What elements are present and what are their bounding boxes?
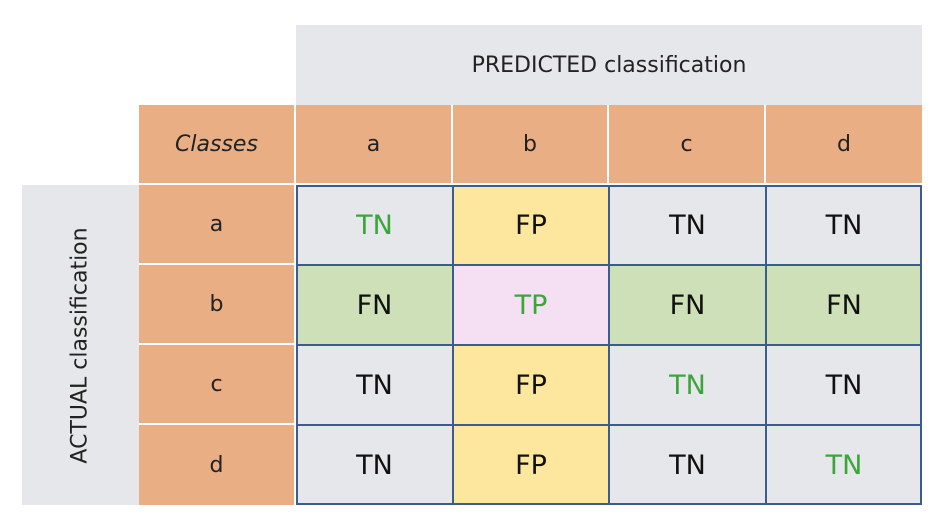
- matrix-cell: TN: [766, 345, 922, 425]
- column-header-label: c: [680, 131, 693, 157]
- matrix-cell: TN: [296, 345, 453, 425]
- cell-label: TN: [669, 369, 706, 401]
- matrix-cell: FN: [609, 265, 766, 345]
- column-header-label: a: [366, 131, 381, 157]
- cell-label: TN: [356, 449, 393, 481]
- column-header-d: d: [766, 105, 922, 185]
- column-header-b: b: [453, 105, 609, 185]
- row-header-label: b: [209, 291, 224, 317]
- row-header-c: c: [139, 345, 296, 425]
- matrix-cell: TN: [296, 185, 453, 265]
- cell-label: FN: [356, 289, 393, 321]
- cell-label: FN: [826, 289, 862, 321]
- row-header-label: a: [209, 211, 224, 237]
- row-header-label: d: [209, 452, 224, 478]
- cell-label: TN: [669, 209, 706, 241]
- matrix-cell: FN: [766, 265, 922, 345]
- matrix-cell: TN: [766, 425, 922, 505]
- predicted-header: PREDICTED classification: [296, 25, 922, 105]
- actual-header: ACTUAL classification: [22, 185, 139, 505]
- cell-label: TN: [825, 449, 863, 481]
- cell-label: TN: [825, 369, 863, 401]
- cell-label: TN: [669, 449, 706, 481]
- cell-label: TN: [356, 209, 393, 241]
- cell-label: FP: [515, 209, 547, 241]
- confusion-matrix: TN FP TN TN FN TP FN FN TN FP TN TN TN F…: [296, 185, 922, 505]
- column-header-c: c: [609, 105, 766, 185]
- classes-label: Classes: [175, 131, 258, 157]
- column-header-a: a: [296, 105, 453, 185]
- highlight-row-b-frame: [296, 264, 922, 346]
- actual-title: ACTUAL classification: [68, 226, 94, 464]
- row-header-d: d: [139, 425, 296, 505]
- cell-label: TN: [825, 209, 863, 241]
- column-header-label: d: [837, 131, 851, 157]
- column-header-label: b: [523, 131, 537, 157]
- cell-label: TP: [514, 289, 548, 321]
- matrix-cell: FP: [453, 425, 609, 505]
- grid-line-horizontal: [296, 424, 922, 426]
- cell-label: TN: [356, 369, 393, 401]
- row-header-a: a: [139, 185, 296, 265]
- matrix-cell: TN: [609, 425, 766, 505]
- row-header-b: b: [139, 265, 296, 345]
- classes-corner-cell: Classes: [139, 105, 296, 185]
- cell-label: FP: [515, 369, 547, 401]
- cell-label: FN: [669, 289, 706, 321]
- cell-label: FP: [515, 449, 547, 481]
- row-header-label: c: [210, 371, 223, 397]
- predicted-title: PREDICTED classification: [471, 52, 747, 78]
- matrix-cell: TN: [609, 185, 766, 265]
